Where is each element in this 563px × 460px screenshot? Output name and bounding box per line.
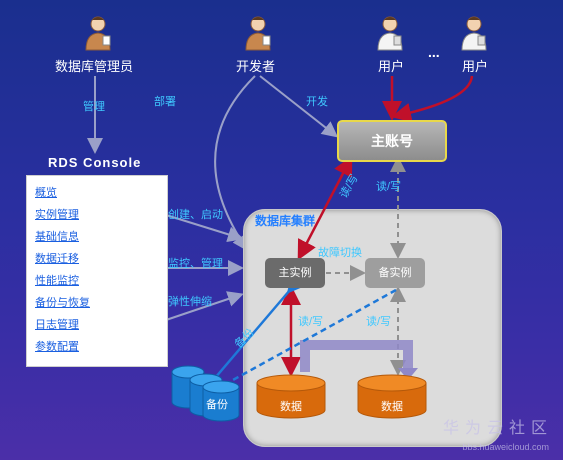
replication-bracket <box>300 340 413 372</box>
master-instance: 主实例 <box>265 258 325 288</box>
menu-item-overview[interactable]: 概览 <box>35 187 57 199</box>
watermark-url: bbs.huaweicloud.com <box>462 442 549 452</box>
standby-rw-label: 读/写 <box>376 181 402 193</box>
menu-item-backup[interactable]: 备份与恢复 <box>35 297 90 309</box>
create-start-label: 创建、启动 <box>168 209 223 221</box>
develop-label: 开发 <box>306 96 328 108</box>
data-db-master <box>256 374 326 419</box>
users-ellipsis: ... <box>428 44 440 60</box>
user-label-2: 用户 <box>462 59 489 74</box>
monitor-manage-label: 监控、管理 <box>168 258 223 270</box>
manage-label: 管理 <box>83 101 105 113</box>
user-person-icon-1 <box>377 16 403 51</box>
standby-backup-arrow <box>221 288 397 388</box>
replication-arrowhead <box>398 368 418 380</box>
console-title: RDS Console <box>48 155 142 170</box>
main-account-box: 主账号 <box>337 120 447 162</box>
menu-item-migration[interactable]: 数据迁移 <box>35 253 79 265</box>
dba-label: 数据库管理员 <box>55 59 134 74</box>
menu-item-monitoring[interactable]: 性能监控 <box>35 275 79 287</box>
data-label-1: 数据 <box>280 401 302 413</box>
developer-to-cluster-arrow <box>214 75 256 252</box>
developer-person-icon <box>245 16 271 51</box>
standby-data-rw-label: 读/写 <box>366 316 392 328</box>
developer-label: 开发者 <box>236 59 276 74</box>
menu-item-basic-info[interactable]: 基础信息 <box>35 231 79 243</box>
user-person-icon-2 <box>461 16 487 51</box>
developer-to-account-arrow <box>259 75 339 138</box>
users-to-account-arrow-2 <box>391 75 474 123</box>
menu-item-instance[interactable]: 实例管理 <box>35 209 79 221</box>
scale-arrow <box>165 291 244 321</box>
master-data-rw-label: 读/写 <box>298 316 324 328</box>
menu-item-params[interactable]: 参数配置 <box>35 341 79 353</box>
user-label-1: 用户 <box>378 59 405 74</box>
master-backup-arrow <box>214 272 308 379</box>
dba-person-icon <box>85 16 111 51</box>
watermark-brand: 华为云社区 <box>442 420 553 437</box>
account-master-rw-arrow <box>297 155 353 261</box>
data-db-standby <box>357 374 427 419</box>
elastic-scale-label: 弹性伸缩 <box>168 296 212 308</box>
deploy-label: 部署 <box>154 96 176 108</box>
standby-instance: 备实例 <box>365 258 425 288</box>
failover-label: 故障切换 <box>318 247 362 259</box>
console-menu: 概览 实例管理 基础信息 数据迁移 性能监控 备份与恢复 日志管理 参数配置 <box>26 175 168 367</box>
backup-store-label: 备份 <box>206 399 228 411</box>
backup-db-cylinders <box>171 365 240 422</box>
menu-item-logs[interactable]: 日志管理 <box>35 319 79 331</box>
create-arrow <box>165 214 244 243</box>
data-label-2: 数据 <box>381 401 403 413</box>
